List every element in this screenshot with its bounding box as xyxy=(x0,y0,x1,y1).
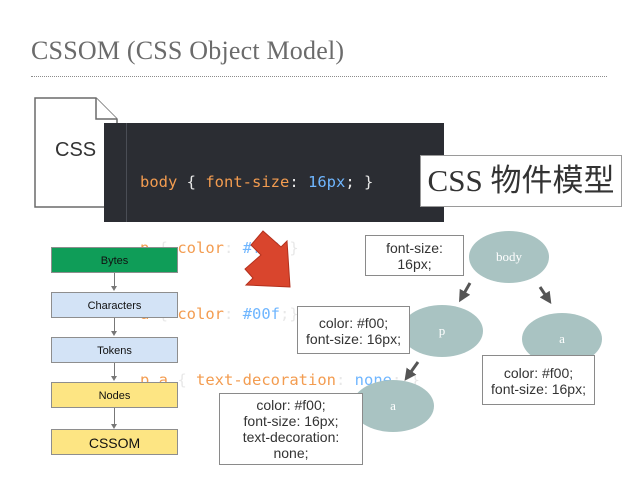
style-box-body: font-size: 16px; xyxy=(365,235,464,276)
pipeline-connector xyxy=(114,363,115,376)
slide-title: CSSOM (CSS Object Model) xyxy=(31,36,345,65)
pipeline-arrowhead xyxy=(111,331,117,336)
pipeline-arrowhead xyxy=(111,376,117,381)
pipeline-bytes: Bytes xyxy=(51,247,178,273)
pipeline-connector xyxy=(114,273,115,286)
title-divider xyxy=(31,76,607,77)
style-line: font-size: 16px; xyxy=(243,413,339,429)
style-line: font-size: 16px; xyxy=(491,381,586,397)
pipeline-arrowhead xyxy=(111,424,117,429)
style-line: 16px; xyxy=(397,256,432,272)
style-line: none; xyxy=(273,445,309,461)
code-gutter xyxy=(126,123,127,222)
edge-body-a xyxy=(538,286,552,304)
style-line: color: #f00; xyxy=(318,315,389,331)
style-box-a: color: #f00; font-size: 16px; xyxy=(482,355,595,405)
style-line: text-decoration: xyxy=(242,429,340,445)
pipeline-connector xyxy=(114,318,115,331)
pipeline-characters: Characters xyxy=(51,292,178,318)
pipeline-arrowhead xyxy=(111,286,117,291)
style-line: font-size: 16px; xyxy=(306,331,401,347)
pipeline-nodes: Nodes xyxy=(51,382,178,408)
file-icon-label: CSS xyxy=(55,139,97,161)
style-line: color: #f00; xyxy=(256,397,326,413)
style-box-p: color: #f00; font-size: 16px; xyxy=(297,306,410,354)
tree-node-a-child: a xyxy=(352,380,434,432)
edge-body-p xyxy=(459,282,472,303)
cssom-chinese-label: CSS 物件模型 xyxy=(420,155,622,207)
code-line: body { font-size: 16px; } xyxy=(140,173,374,191)
tree-node-body: body xyxy=(469,231,549,283)
tree-node-p: p xyxy=(401,305,483,357)
style-line: font-size: xyxy=(386,240,443,256)
style-box-a-child: color: #f00; font-size: 16px; text-decor… xyxy=(219,393,363,465)
css-code-block: body { font-size: 16px; } p { color: #f0… xyxy=(104,123,444,389)
pipeline-tokens: Tokens xyxy=(51,337,178,363)
big-red-arrow-icon xyxy=(244,230,291,288)
pipeline-connector xyxy=(114,408,115,424)
pipeline-cssom: CSSOM xyxy=(51,429,178,455)
style-line: color: #f00; xyxy=(503,365,574,381)
